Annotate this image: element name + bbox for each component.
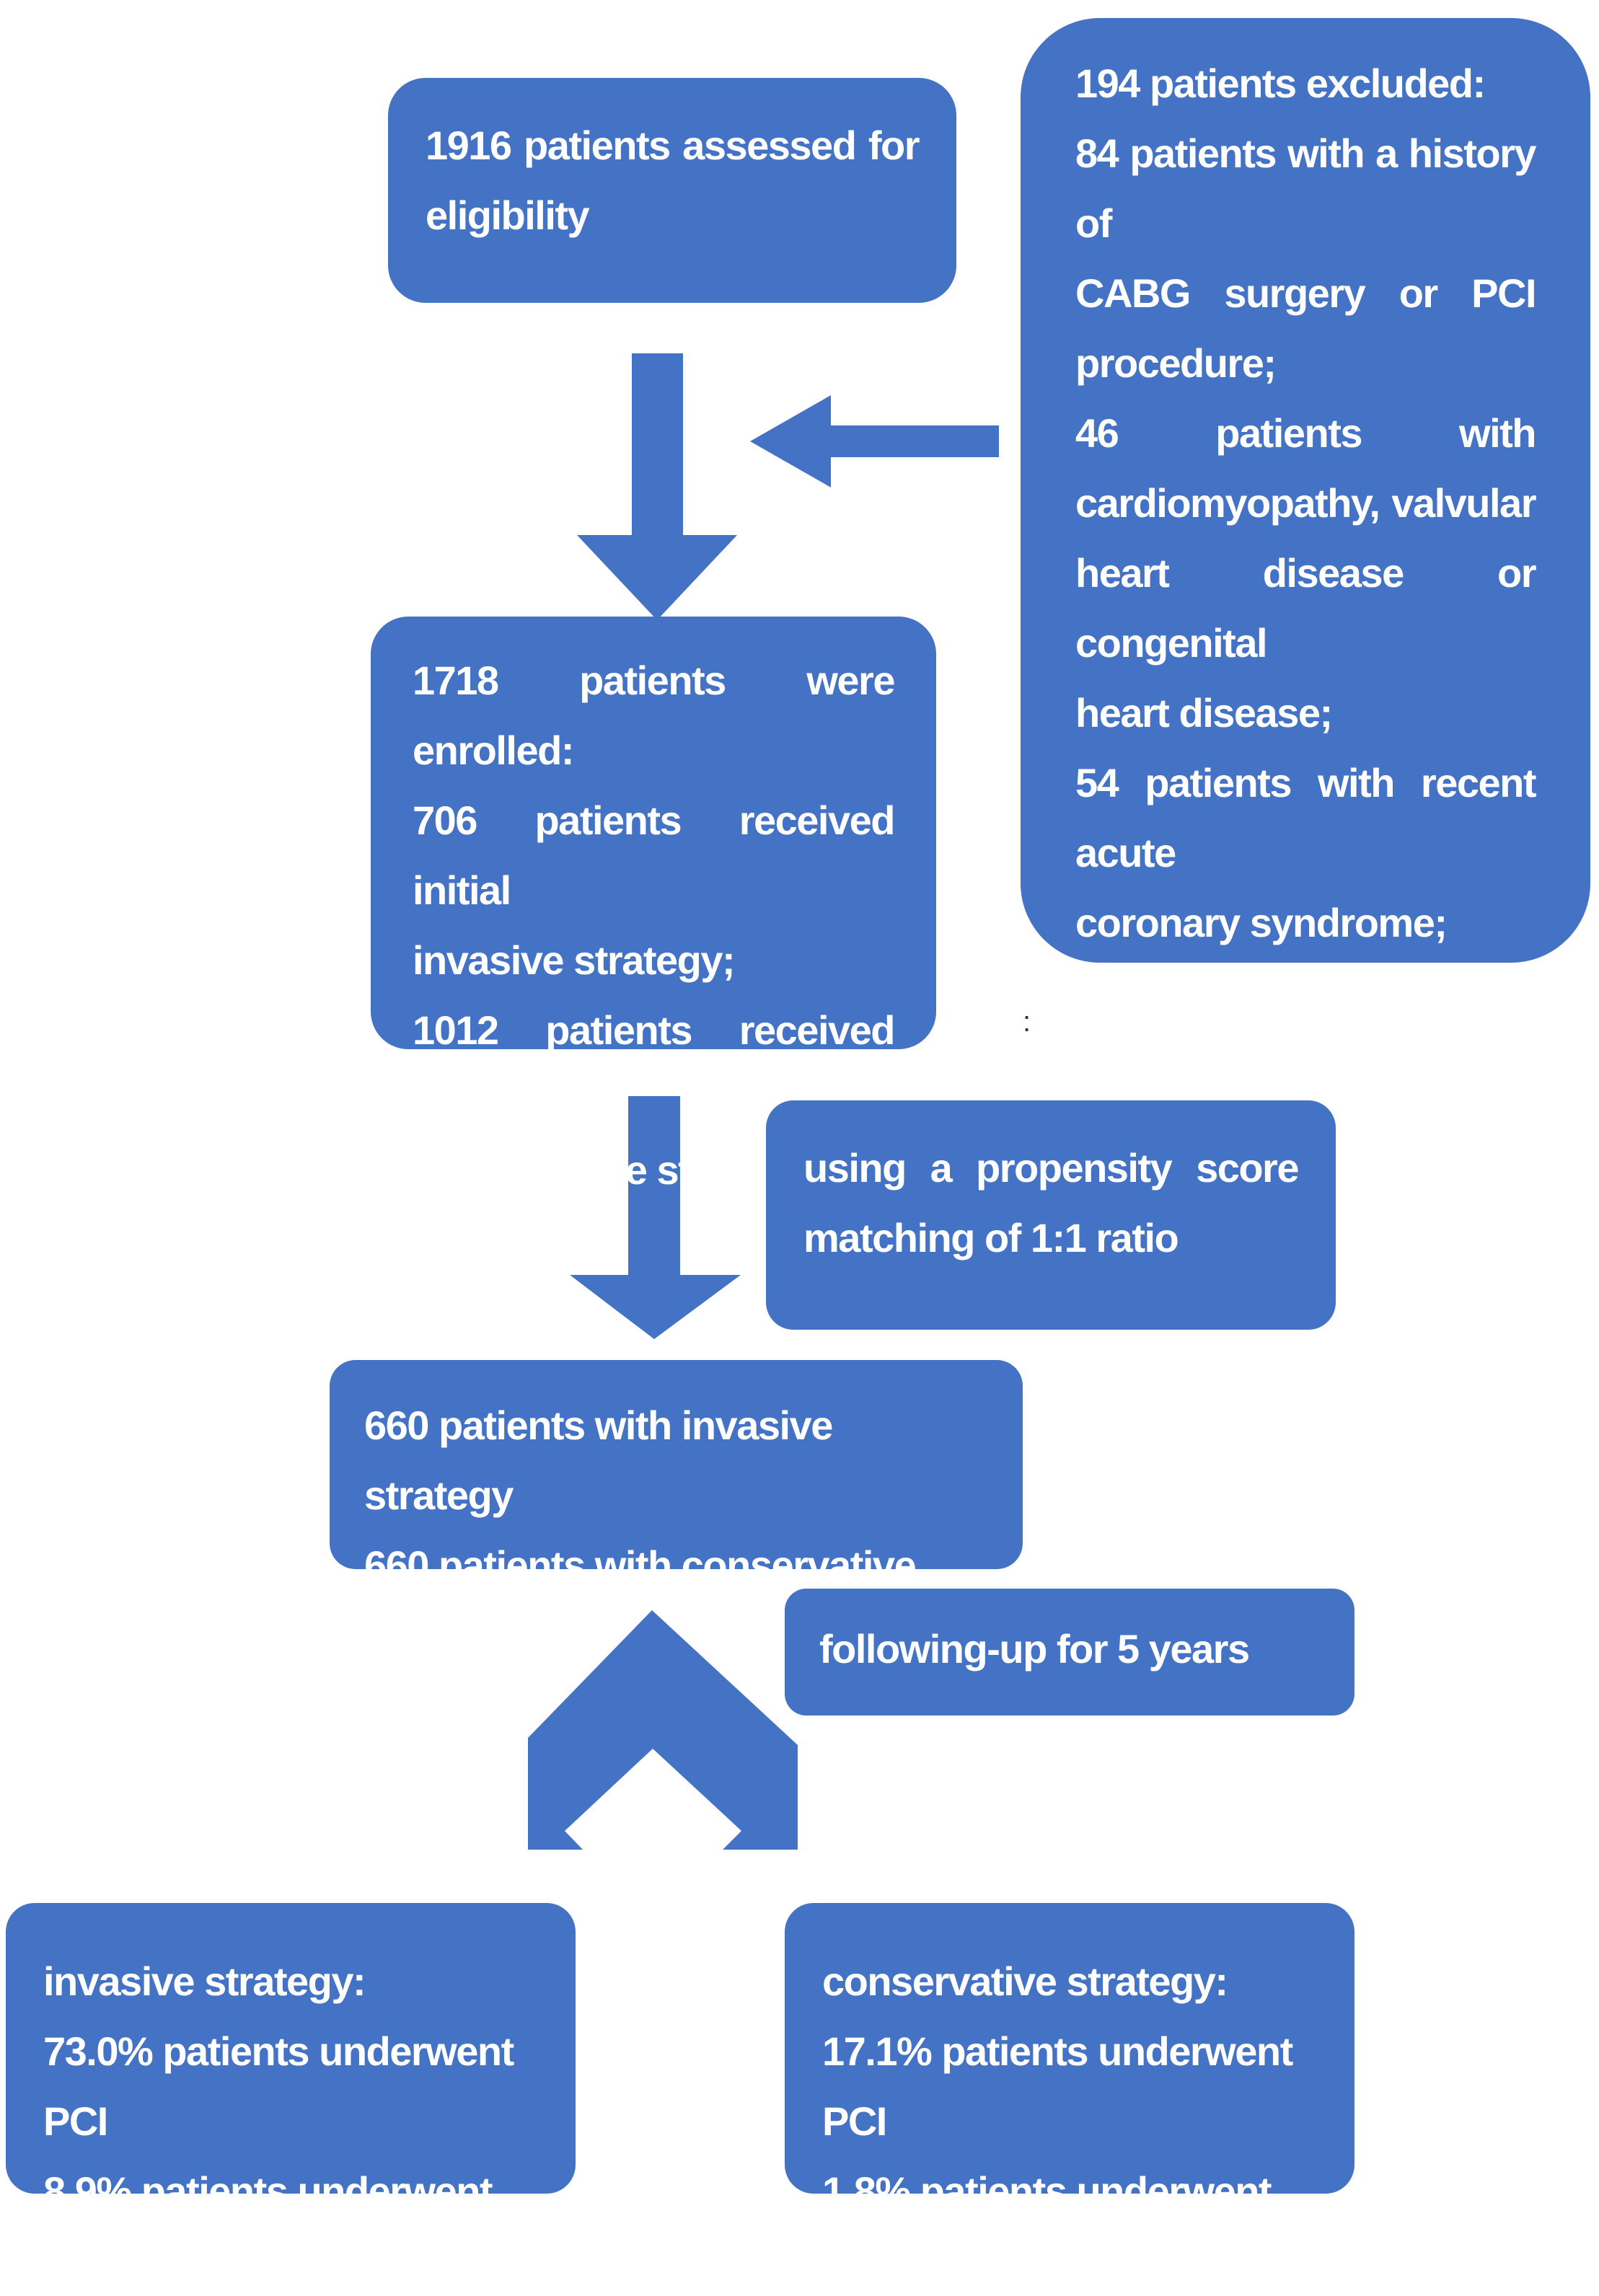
down-arrow-1	[577, 353, 737, 620]
stray-mark: :	[1023, 1006, 1031, 1038]
node-excluded-line-8: heart disease;	[1075, 690, 1333, 736]
node-excluded-line-2: 84 patients with a history of	[1075, 131, 1537, 246]
node-conservative-result-line-2: 17.1% patients underwent PCI	[822, 2028, 1293, 2144]
node-enrolled-line-1: 1718 patients were enrolled:	[413, 658, 896, 773]
node-enrolled-line-4: 1012 patients received initial	[413, 1007, 896, 1123]
node-invasive-result-line-1: invasive strategy:	[43, 1959, 366, 2004]
node-assessed-line-2: eligibility	[426, 193, 590, 238]
node-excluded-line-4: procedure;	[1075, 340, 1277, 386]
node-invasive-result-line-3: 8.9% patients underwent CABG	[43, 2168, 493, 2284]
node-invasive-result: invasive strategy: 73.0% patients underw…	[6, 1903, 576, 2284]
left-arrow-exclusion	[750, 395, 999, 487]
node-enrolled-line-5: conservative strategy	[413, 1147, 806, 1193]
node-followup-line-1: following-up for 5 years	[819, 1626, 1250, 1672]
node-assessed: 1916 patients assessed for eligibility	[388, 78, 956, 303]
node-conservative-result-line-1: conservative strategy:	[822, 1959, 1228, 2004]
node-enrolled-line-2: 706 patients received initial	[413, 798, 896, 913]
node-excluded-line-1: 194 patients excluded:	[1075, 61, 1486, 106]
node-followup: following-up for 5 years	[785, 1589, 1354, 1716]
flow-arrows	[528, 353, 999, 1850]
node-invasive-result-line-2: 73.0% patients underwent PCI	[43, 2028, 514, 2144]
node-excluded-line-5: 46 patients with	[1075, 410, 1537, 456]
down-arrow-2	[570, 1096, 741, 1339]
node-excluded: 194 patients excluded: 84 patients with …	[1021, 18, 1590, 1155]
node-excluded-line-7: heart disease or congenital	[1075, 550, 1537, 666]
node-matching-line-2: matching of 1:1 ratio	[803, 1215, 1179, 1260]
node-excluded-line-9: 54 patients with recent acute	[1075, 760, 1537, 875]
node-excluded-line-10: coronary syndrome;	[1075, 900, 1448, 945]
node-matching-line-1: using a propensity score	[803, 1145, 1300, 1191]
node-matched-line-1: 660 patients with invasive strategy	[364, 1403, 833, 1518]
node-matched-line-2: 660 patients with conservative strategy	[364, 1542, 917, 1658]
node-matched: 660 patients with invasive strategy 660 …	[330, 1360, 1023, 1658]
node-enrolled-line-3: invasive strategy;	[413, 937, 736, 983]
node-excluded-line-3: CABG surgery or PCI	[1075, 270, 1537, 316]
node-enrolled: 1718 patients were enrolled: 706 patient…	[371, 617, 936, 1193]
node-conservative-result: conservative strategy: 17.1% patients un…	[785, 1903, 1354, 2284]
node-excluded-line-11: 10 patients with end-stage	[1075, 970, 1537, 1085]
split-arrow	[528, 1610, 798, 1850]
node-conservative-result-line-3: 1.8% patients underwent CABG	[822, 2168, 1272, 2284]
node-excluded-line-6: cardiomyopathy, valvular	[1075, 480, 1537, 526]
node-assessed-line-1: 1916 patients assessed for	[426, 123, 920, 168]
node-matching: using a propensity score matching of 1:1…	[766, 1100, 1336, 1330]
